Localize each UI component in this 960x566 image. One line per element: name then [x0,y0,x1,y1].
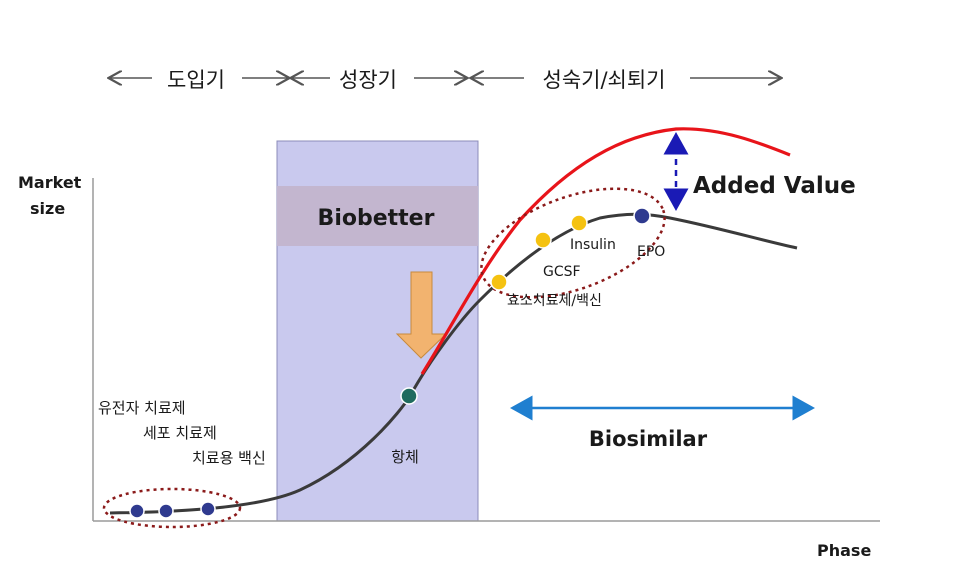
phase-header: 도입기 성장기 성숙기/쇠퇴기 [110,68,780,92]
label-epo: EPO [637,244,665,260]
dot-epo [633,207,651,225]
early-products-ellipse [102,487,242,529]
y-axis-label: Market [18,173,82,192]
phase-intro-label: 도입기 [167,68,225,92]
dot-gcsf [534,231,552,249]
biosimilar-label: Biosimilar [589,427,708,451]
label-insulin: Insulin [570,237,616,253]
y-axis-label-line2: size [30,199,65,218]
label-enzyme-vaccine: 효소치료제/백신 [507,293,602,309]
dot-antibody [400,387,418,405]
mature-products-ellipse [480,187,666,299]
dot-insulin [570,214,588,232]
biobetter-down-arrow [395,271,448,359]
phase-maturity-label: 성숙기/쇠퇴기 [543,68,666,92]
label-cell-therapy: 세포 치료제 [143,424,217,442]
x-axis-label: Phase [817,541,871,560]
dot-cell-therapy [158,503,174,519]
biobetter-header [277,186,478,246]
label-gcsf: GCSF [543,264,581,280]
dot-enzyme-vaccine [490,273,508,291]
label-gene-therapy: 유전자 치료제 [98,399,186,417]
label-antibody: 항체 [391,448,419,466]
biobetter-label: Biobetter [318,206,435,231]
phase-growth-label: 성장기 [339,68,397,92]
added-value-label: Added Value [693,173,856,199]
market-curve [109,212,798,515]
added-value-curve [420,127,791,375]
dot-gene-therapy [129,503,145,519]
label-therapeutic-vaccine: 치료용 백신 [192,449,266,467]
dot-therapeutic-vaccine [200,501,216,517]
